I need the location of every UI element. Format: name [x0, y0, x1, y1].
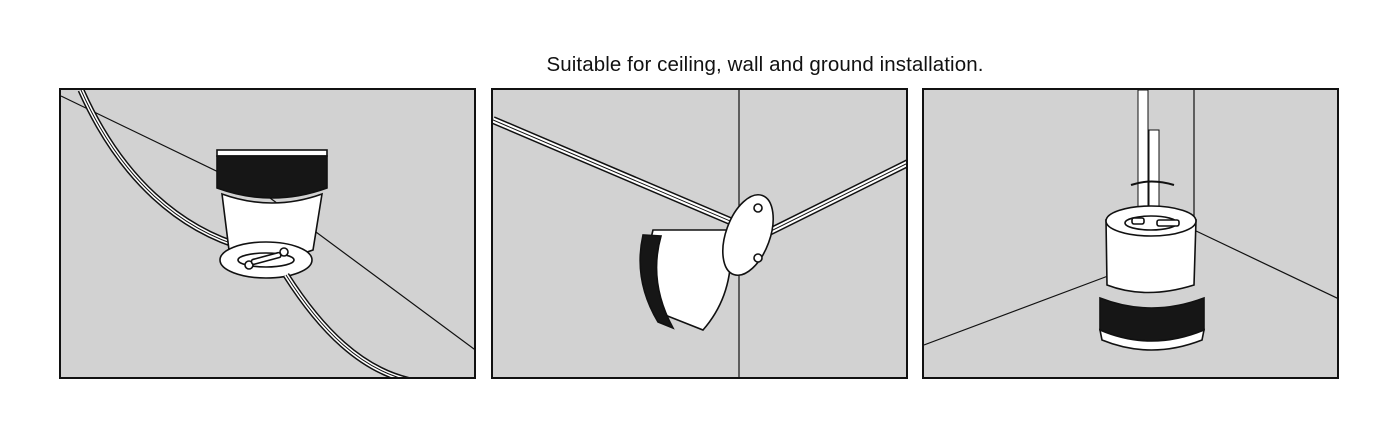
ceiling-installation-panel	[59, 88, 476, 379]
ground-installation-panel	[922, 88, 1339, 379]
wall-installation-panel	[491, 88, 908, 379]
cable-upper	[77, 90, 247, 252]
ceiling-fixture-body	[216, 149, 328, 279]
wall-cable	[493, 116, 906, 240]
cable-lower	[283, 273, 410, 377]
wall-fixture-body	[639, 194, 774, 331]
ceiling-mounted-fixture-illustration	[61, 90, 474, 377]
ground-fixture-body	[1098, 205, 1206, 351]
ground-mounted-fixture-illustration	[924, 90, 1337, 351]
wall-mounted-fixture-illustration	[493, 90, 906, 377]
installation-caption: Suitable for ceiling, wall and ground in…	[546, 53, 984, 76]
